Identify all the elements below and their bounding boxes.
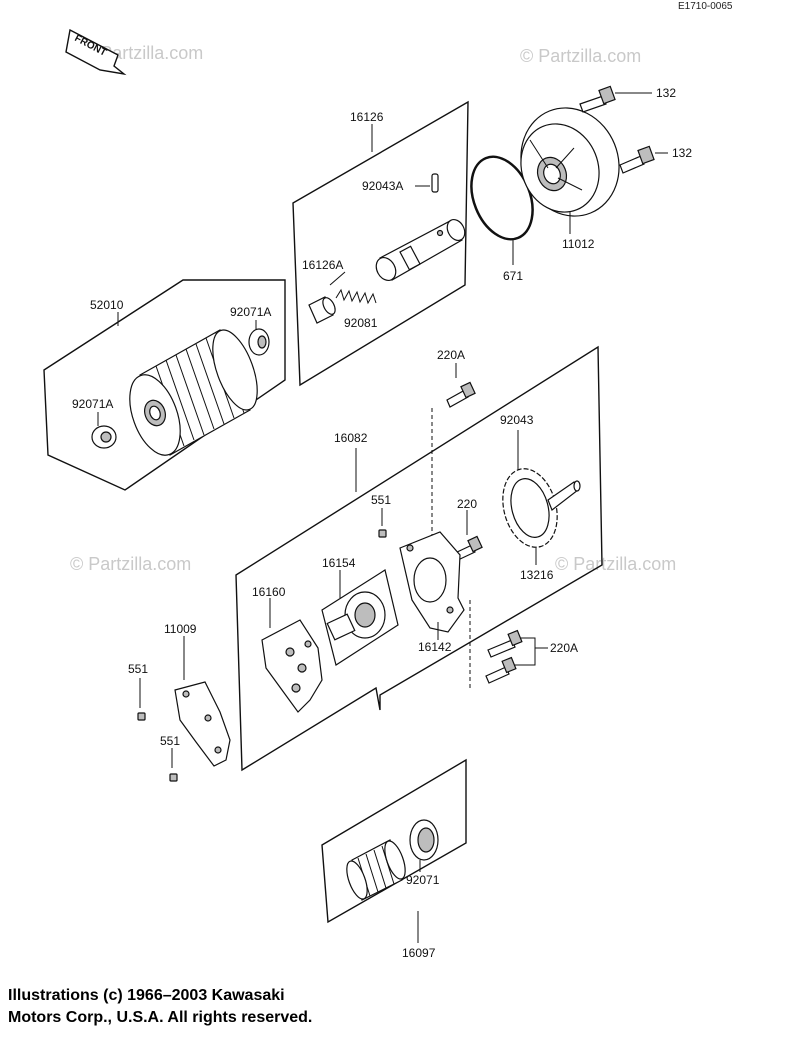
label-11012: 11012 bbox=[562, 237, 595, 251]
diagram-code: E1710-0065 bbox=[678, 1, 733, 12]
label-13216: 13216 bbox=[520, 568, 554, 582]
label-551-bottom: 551 bbox=[160, 734, 180, 748]
label-551-left: 551 bbox=[128, 662, 148, 676]
pump-cover-11012 bbox=[520, 107, 620, 217]
front-direction-icon: FRONT bbox=[65, 28, 127, 76]
frame-16097 bbox=[321, 758, 467, 924]
label-16142: 16142 bbox=[418, 640, 452, 654]
copyright-notice: Illustrations (c) 1966–2003 Kawasaki Mot… bbox=[8, 985, 312, 1029]
label-220A-top: 220A bbox=[437, 348, 465, 362]
grommet-92071A-lower bbox=[91, 425, 117, 449]
frame-52010 bbox=[43, 279, 286, 491]
copyright-line-1: Illustrations (c) 1966–2003 Kawasaki bbox=[8, 987, 285, 1004]
label-220A-right: 220A bbox=[550, 641, 578, 655]
label-16097: 16097 bbox=[402, 946, 436, 960]
label-16082: 16082 bbox=[334, 431, 368, 445]
pin-92043A bbox=[431, 173, 439, 193]
label-551-mid: 551 bbox=[371, 493, 391, 507]
bolt-132-lower bbox=[619, 145, 655, 174]
watermark-mid-left: © Partzilla.com bbox=[70, 554, 191, 574]
pump-plate-16160 bbox=[261, 619, 323, 713]
grommet-92071A-upper bbox=[248, 328, 270, 356]
label-16126A: 16126A bbox=[302, 258, 343, 272]
seal-92071 bbox=[409, 819, 439, 861]
spring-92081 bbox=[335, 288, 377, 305]
oil-strainer-16097 bbox=[346, 839, 406, 901]
oil-filter-52010 bbox=[129, 329, 258, 456]
pin-551-mid bbox=[378, 529, 387, 538]
bolt-220A-right-upper bbox=[487, 629, 523, 658]
label-92043A: 92043A bbox=[362, 179, 403, 193]
pin-551-left bbox=[137, 712, 146, 721]
frame-16126 bbox=[292, 100, 469, 387]
pin-551-bottom bbox=[169, 773, 178, 782]
plunger-16126A bbox=[308, 296, 336, 324]
label-92071A-lower: 92071A bbox=[72, 397, 113, 411]
frame-16082 bbox=[235, 345, 603, 772]
label-11009: 11009 bbox=[164, 622, 197, 636]
copyright-line-2: Motors Corp., U.S.A. All rights reserved… bbox=[8, 1009, 313, 1026]
label-16154: 16154 bbox=[322, 556, 356, 570]
label-132-upper: 132 bbox=[656, 86, 676, 100]
bolt-220A-top bbox=[446, 381, 476, 408]
label-52010: 52010 bbox=[90, 298, 124, 312]
label-16126: 16126 bbox=[350, 110, 384, 124]
gasket-11009 bbox=[174, 681, 231, 767]
valve-body-16126 bbox=[375, 218, 466, 282]
bolt-132-upper bbox=[579, 85, 616, 113]
gear-13216 bbox=[502, 468, 581, 548]
bolt-220A-right-lower bbox=[485, 656, 517, 684]
label-92043: 92043 bbox=[500, 413, 534, 427]
pump-body-16142 bbox=[399, 531, 465, 633]
watermark-top-right: © Partzilla.com bbox=[520, 46, 641, 66]
label-92071: 92071 bbox=[406, 873, 440, 887]
label-92081: 92081 bbox=[344, 316, 378, 330]
label-132-lower: 132 bbox=[672, 146, 692, 160]
label-220: 220 bbox=[457, 497, 477, 511]
label-671: 671 bbox=[503, 269, 523, 283]
label-92071A-upper: 92071A bbox=[230, 305, 271, 319]
label-16160: 16160 bbox=[252, 585, 286, 599]
rotor-16154 bbox=[321, 569, 399, 666]
watermark-mid-right: © Partzilla.com bbox=[555, 554, 676, 574]
